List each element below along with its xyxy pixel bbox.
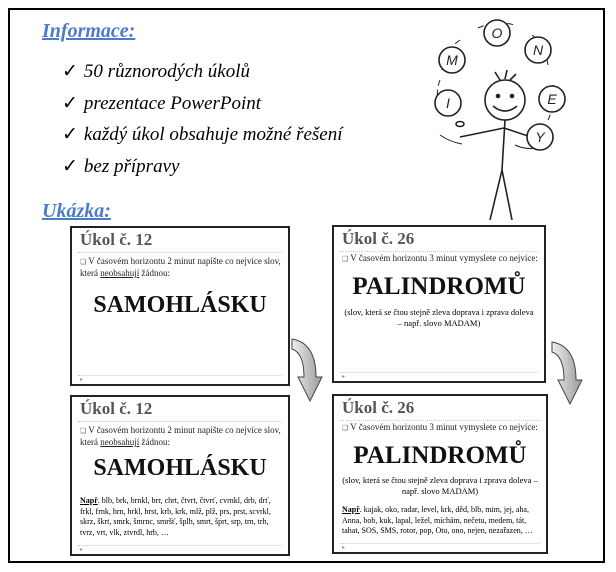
slide-big-word: PALINDROMŮ xyxy=(353,442,527,469)
divider xyxy=(340,372,538,373)
feature-text: bez přípravy xyxy=(83,155,180,177)
slide-bullet: ❑V časovém horizontu 2 minut napište co … xyxy=(80,425,281,447)
slide-preview-12: Úkol č. 12 ❑V časovém horizontu 2 minut … xyxy=(70,226,290,386)
divider xyxy=(340,543,540,544)
curved-arrow-icon xyxy=(551,341,583,406)
coin-letter: I xyxy=(446,95,450,111)
divider xyxy=(78,252,282,253)
slide-marker: ▸ xyxy=(342,545,346,551)
feature-text: každý úkol obsahuje možné řešení xyxy=(83,124,343,145)
slide-subtitle: (slov, která se čtou stejně zleva doprav… xyxy=(342,475,538,496)
divider xyxy=(78,421,282,422)
check-icon: ✓ xyxy=(62,61,78,82)
slide-bullet: ❑V časovém horizontu 3 minut vymyslete c… xyxy=(342,422,538,432)
check-icon: ✓ xyxy=(62,155,78,177)
heading-ukazka: Ukázka: xyxy=(42,200,111,222)
feature-item: ✓prezentace PowerPoint xyxy=(62,88,342,120)
slide-big-word: SAMOHLÁSKU xyxy=(93,292,267,318)
slide-marker: ▸ xyxy=(80,377,84,383)
feature-item: ✓bez přípravy xyxy=(62,151,342,183)
feature-text: 50 různorodých úkolů xyxy=(83,61,250,82)
slide-marker: ▸ xyxy=(342,374,346,380)
slide-subtitle: (slov, která se čtou stejně zleva doprav… xyxy=(344,307,534,328)
check-icon: ✓ xyxy=(62,124,78,145)
juggler-illustration: I M O N E Y xyxy=(434,19,566,220)
divider xyxy=(340,251,538,252)
curved-arrow-icon xyxy=(291,338,323,403)
slide-title: Úkol č. 12 xyxy=(80,230,153,249)
feature-text: prezentace PowerPoint xyxy=(83,92,262,114)
slide-examples: Např. blb, brk, brnkl, brr, chrt, čtvrt,… xyxy=(80,496,271,537)
coin-letter: M xyxy=(446,52,458,68)
slide-bullet: ❑V časovém horizontu 2 minut napište co … xyxy=(80,256,281,278)
page-frame xyxy=(8,8,605,563)
slide-solution-26: Úkol č. 26 ❑V časovém horizontu 3 minut … xyxy=(332,394,548,554)
feature-item: ✓každý úkol obsahuje možné řešení xyxy=(62,119,342,151)
divider xyxy=(78,545,282,546)
slide-marker: ▸ xyxy=(80,547,84,553)
slide-big-word: PALINDROMŮ xyxy=(352,273,526,300)
slide-preview-26: Úkol č. 26 ❑V časovém horizontu 3 minut … xyxy=(332,225,546,383)
coin-letter: E xyxy=(547,91,557,107)
slide-title: Úkol č. 12 xyxy=(80,399,153,418)
slide-examples: Např. kajak, oko, radar, level, krk, děd… xyxy=(342,505,533,535)
slide-big-word: SAMOHLÁSKU xyxy=(93,455,267,481)
coin-letter: Y xyxy=(535,129,546,145)
feature-item: ✓50 různorodých úkolů xyxy=(62,56,342,88)
coin-letter: O xyxy=(492,25,503,41)
heading-informace: Informace: xyxy=(42,20,136,42)
slide-bullet: ❑V časovém horizontu 3 minut vymyslete c… xyxy=(342,253,538,263)
check-icon: ✓ xyxy=(62,92,78,114)
feature-list: ✓50 různorodých úkolů ✓prezentace PowerP… xyxy=(62,56,342,182)
slide-title: Úkol č. 26 xyxy=(342,398,415,417)
slide-title: Úkol č. 26 xyxy=(342,229,415,248)
divider xyxy=(340,420,540,421)
divider xyxy=(78,375,282,376)
coin-letter: N xyxy=(533,42,544,58)
slide-solution-12: Úkol č. 12 ❑V časovém horizontu 2 minut … xyxy=(70,395,290,556)
